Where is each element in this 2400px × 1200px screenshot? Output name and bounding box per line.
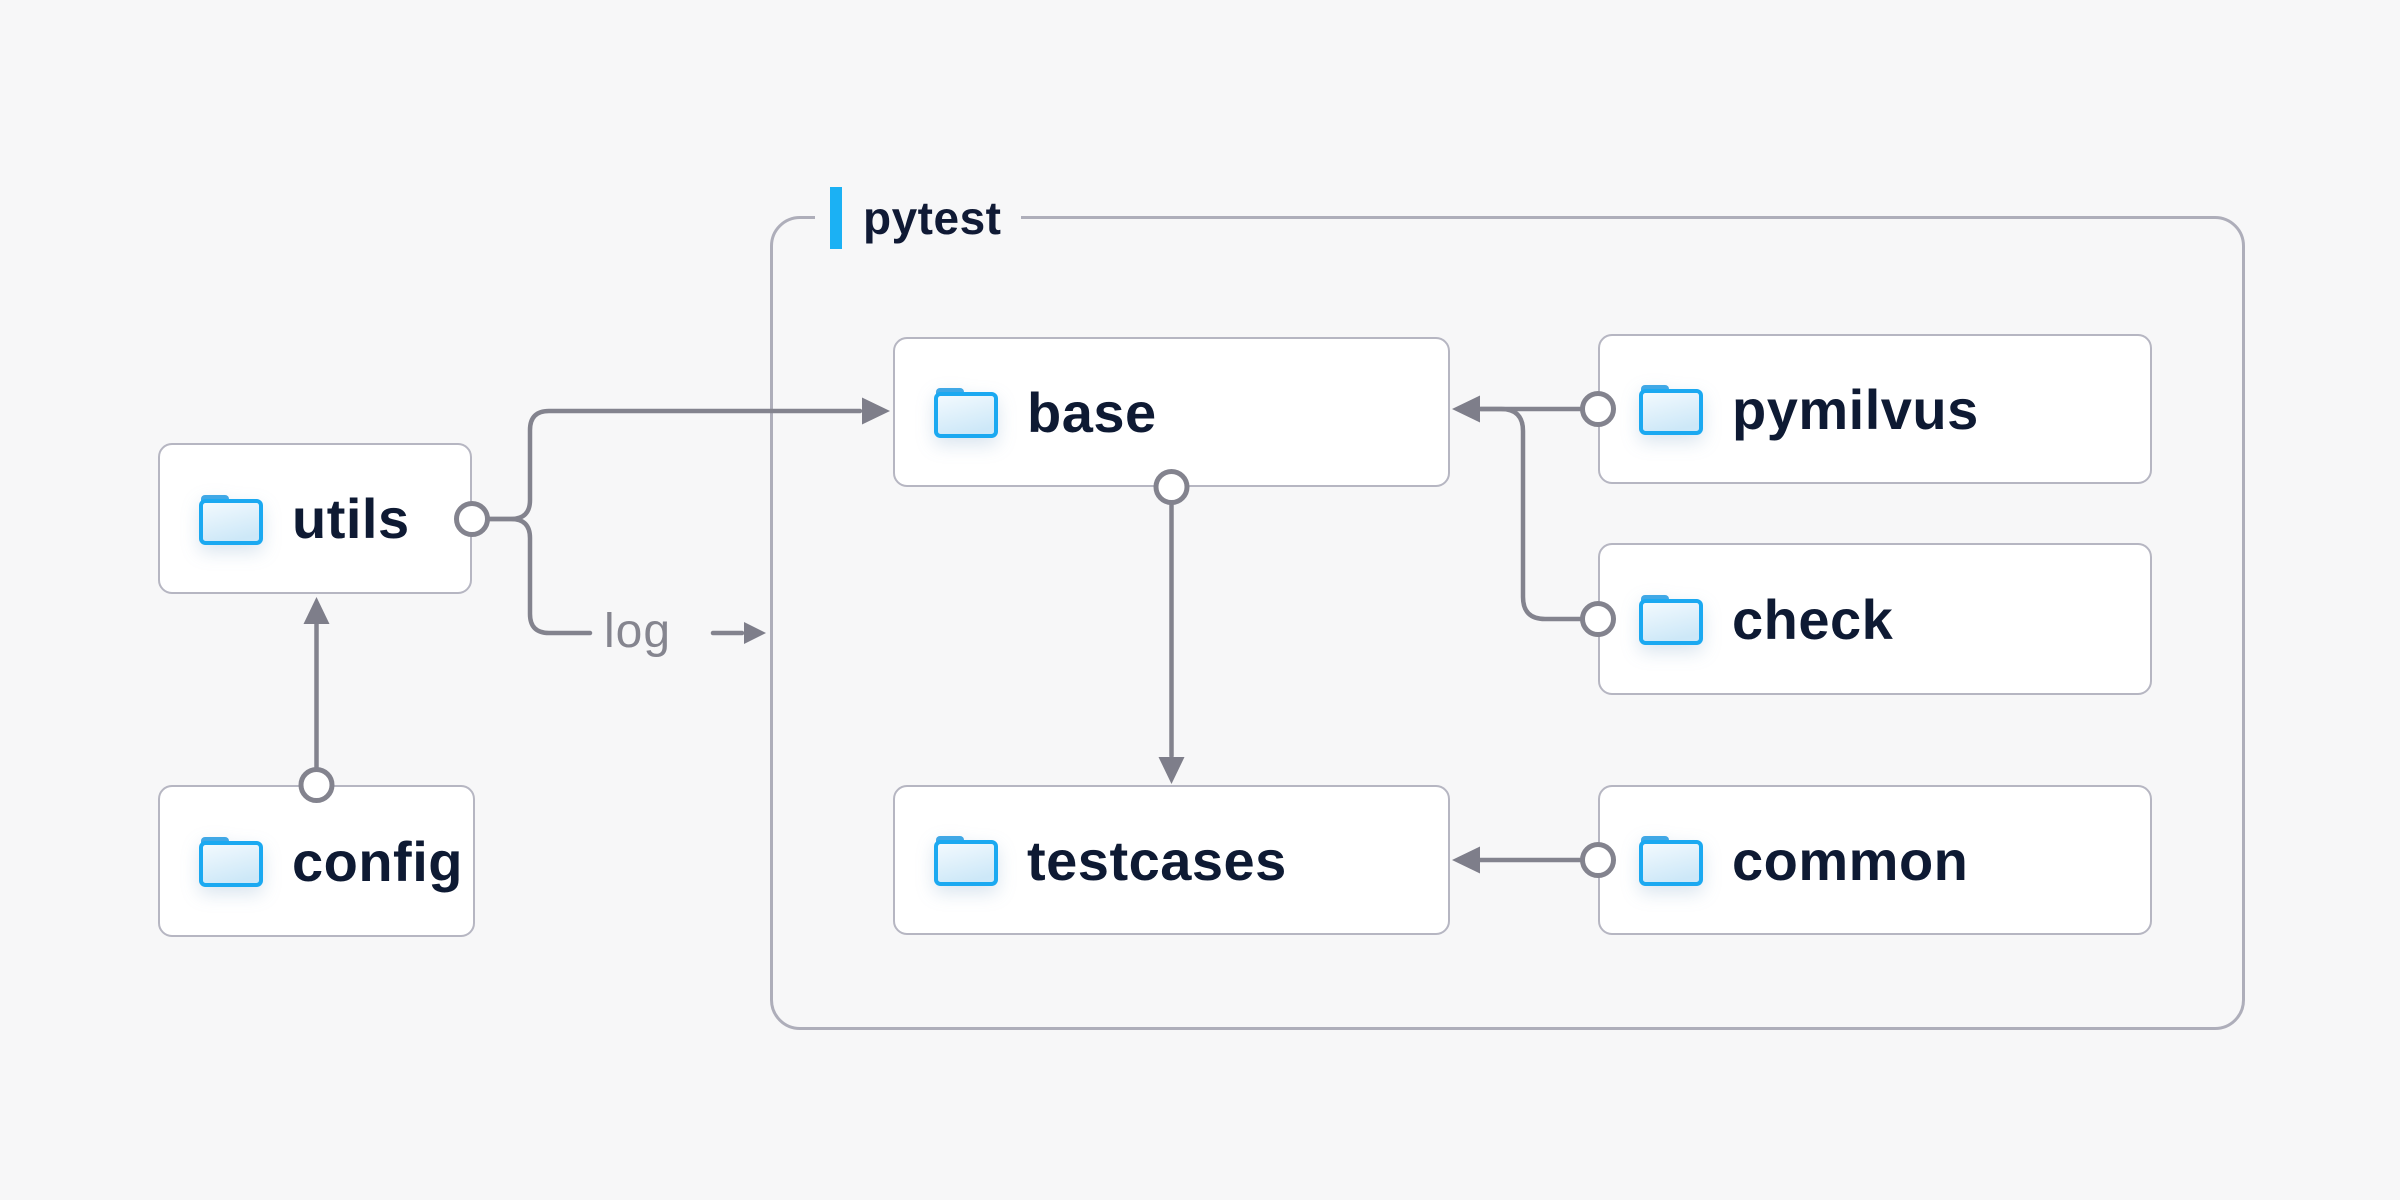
node-config: config [158, 785, 475, 937]
node-label: check [1732, 587, 1894, 651]
node-label: testcases [1027, 828, 1287, 892]
folder-icon [1639, 595, 1703, 645]
pytest-container-label: pytest [815, 183, 1022, 253]
node-label: utils [292, 487, 410, 550]
node-utils: utils [158, 443, 472, 594]
folder-icon [934, 836, 998, 886]
folder-icon [1639, 836, 1703, 886]
folder-icon [1639, 385, 1703, 435]
arrowhead-into-utils-bottom [303, 597, 330, 624]
container-title: pytest [863, 192, 1002, 244]
folder-icon [199, 494, 263, 545]
node-label: pymilvus [1732, 377, 1979, 441]
node-pymilvus: pymilvus [1598, 334, 2152, 484]
accent-bar-icon [830, 187, 842, 249]
edge-utils-log [484, 516, 593, 636]
node-label: common [1732, 828, 1969, 892]
node-base: base [893, 337, 1450, 487]
node-check: check [1598, 543, 2152, 695]
node-label: base [1027, 380, 1157, 444]
edge-label-log: log [604, 605, 672, 658]
node-label: config [292, 829, 463, 893]
node-common: common [1598, 785, 2152, 935]
pytest-container: pytest [770, 183, 2245, 1030]
folder-icon [934, 388, 998, 438]
node-testcases: testcases [893, 785, 1450, 935]
arrowhead-log [744, 622, 766, 644]
folder-icon [199, 837, 263, 887]
